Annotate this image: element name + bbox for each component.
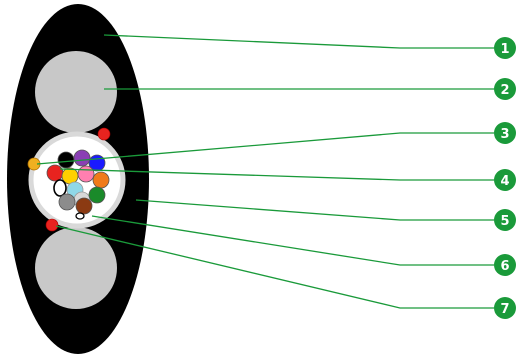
leader-line-1 bbox=[103, 34, 494, 49]
callout-4-label: 4 bbox=[500, 174, 509, 189]
callout-5-marker bbox=[494, 209, 516, 231]
orange-fiber bbox=[92, 171, 110, 189]
leader-line-5 bbox=[135, 199, 494, 221]
callout-2-label: 2 bbox=[500, 83, 509, 98]
callout-7-marker bbox=[494, 297, 516, 319]
callout-3: 3 bbox=[494, 122, 516, 144]
white-fiber bbox=[53, 179, 67, 197]
callout-1: 1 bbox=[494, 37, 516, 59]
strength-member-bottom bbox=[35, 227, 117, 309]
callout-6-label: 6 bbox=[500, 259, 509, 274]
leader-line-6 bbox=[91, 215, 494, 266]
strength-member-top bbox=[35, 51, 117, 133]
callout-5: 5 bbox=[494, 209, 516, 231]
callout-3-label: 3 bbox=[500, 127, 509, 142]
pink-fiber bbox=[77, 165, 95, 183]
callout-2: 2 bbox=[494, 78, 516, 100]
leader-lines bbox=[36, 34, 494, 309]
callout-1-label: 1 bbox=[500, 42, 509, 57]
green-fiber bbox=[88, 186, 106, 204]
black-fiber bbox=[57, 151, 75, 169]
ripcord-bottom bbox=[45, 218, 59, 232]
leader-line-3 bbox=[36, 132, 494, 165]
callout-markers: 1 2 3 4 5 6 7 bbox=[494, 37, 516, 319]
ripcord-top bbox=[97, 127, 111, 141]
callout-2-marker bbox=[494, 78, 516, 100]
callout-1-marker bbox=[494, 37, 516, 59]
gray-fiber bbox=[58, 193, 76, 211]
callout-7-label: 7 bbox=[500, 302, 509, 317]
callout-6: 6 bbox=[494, 254, 516, 276]
callout-7: 7 bbox=[494, 297, 516, 319]
callout-4-marker bbox=[494, 169, 516, 191]
callout-4: 4 bbox=[494, 169, 516, 191]
leader-line-7 bbox=[55, 225, 494, 309]
callout-5-label: 5 bbox=[500, 214, 509, 229]
leader-line-4 bbox=[59, 168, 494, 181]
red-fiber bbox=[46, 164, 64, 182]
brown-fiber bbox=[75, 197, 93, 215]
small-white-fiber bbox=[75, 212, 85, 220]
callout-3-marker bbox=[494, 122, 516, 144]
purple-fiber bbox=[73, 149, 91, 167]
callout-6-marker bbox=[494, 254, 516, 276]
